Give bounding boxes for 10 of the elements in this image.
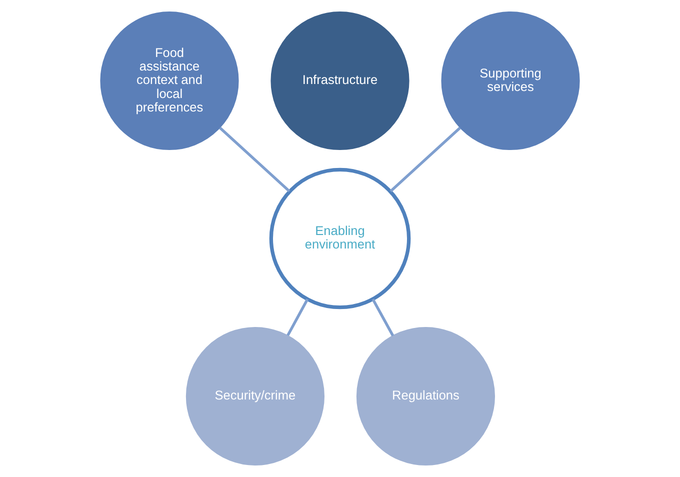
node-circle: Security/crime bbox=[186, 326, 324, 466]
connector bbox=[390, 126, 461, 192]
node-circle: Supporting services bbox=[441, 11, 580, 150]
node-circle: Infrastructure bbox=[270, 11, 410, 150]
connector bbox=[286, 298, 309, 336]
connector bbox=[219, 126, 290, 192]
node-circle: Enabling environment bbox=[269, 168, 411, 310]
node-circle: Regulations bbox=[356, 326, 495, 466]
node-circle: Food assistance context and local preferences bbox=[100, 11, 239, 150]
connector bbox=[372, 298, 394, 336]
